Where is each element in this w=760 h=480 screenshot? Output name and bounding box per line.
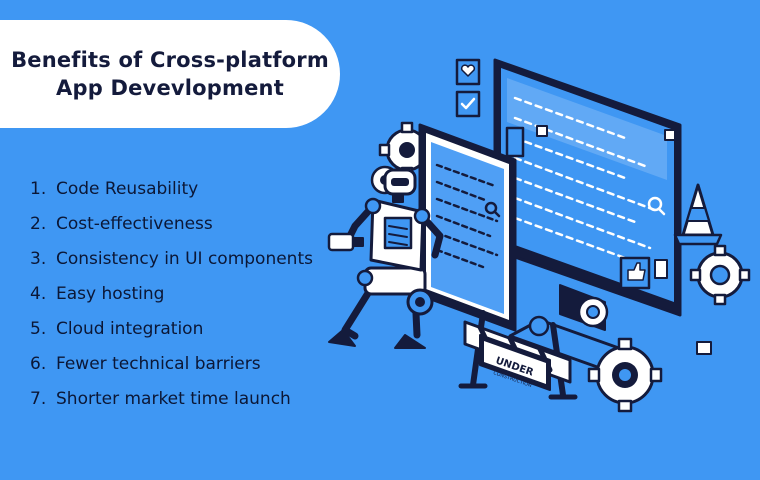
benefit-item: 1. Code Reusability (30, 172, 313, 207)
title-banner: Benefits of Cross-platform App Devevlopm… (0, 20, 340, 128)
benefit-item: 6. Fewer technical barriers (30, 347, 313, 382)
benefit-label: Consistency in UI components (56, 249, 313, 269)
benefit-number: 4. (30, 284, 47, 304)
robot-icon (327, 168, 444, 349)
title-line-2: App Devevlopment (56, 76, 284, 100)
check-icon (455, 90, 481, 118)
benefit-number: 6. (30, 354, 47, 374)
search-icon (647, 196, 666, 216)
heart-icon (455, 58, 481, 86)
benefit-label: Easy hosting (56, 284, 165, 304)
benefit-label: Cost-effectiveness (56, 214, 213, 234)
benefit-item: 4. Easy hosting (30, 277, 313, 312)
benefit-item: 5. Cloud integration (30, 312, 313, 347)
benefit-label: Shorter market time launch (56, 389, 291, 409)
benefit-label: Code Reusability (56, 179, 199, 199)
benefits-list: 1.Code Reusability 2.Cost-effectiveness … (30, 172, 313, 417)
benefit-number: 7. (30, 389, 47, 409)
benefit-number: 3. (30, 249, 47, 269)
benefit-number: 5. (30, 319, 47, 339)
gear-icon (577, 296, 609, 328)
benefit-item: 7. Shorter market time launch (30, 382, 313, 417)
construction-barrier-icon: UNDER CONSTRUCTION (458, 310, 578, 400)
traffic-cone-icon (673, 183, 723, 246)
thumbs-up-icon (619, 256, 651, 290)
cross-platform-illustration: UNDER CONSTRUCTION (327, 58, 751, 413)
benefit-label: Cloud integration (56, 319, 204, 339)
benefit-item: 3. Consistency in UI components (30, 242, 313, 277)
gear-icon (587, 337, 663, 413)
benefit-label: Fewer technical barriers (56, 354, 261, 374)
title-line-1: Benefits of Cross-platform (11, 48, 329, 72)
benefit-number: 2. (30, 214, 47, 234)
tablet-icon (418, 123, 517, 332)
search-icon (484, 201, 501, 218)
gear-icon (689, 244, 751, 306)
benefit-item: 2. Cost-effectiveness (30, 207, 313, 242)
benefit-number: 1. (30, 179, 47, 199)
